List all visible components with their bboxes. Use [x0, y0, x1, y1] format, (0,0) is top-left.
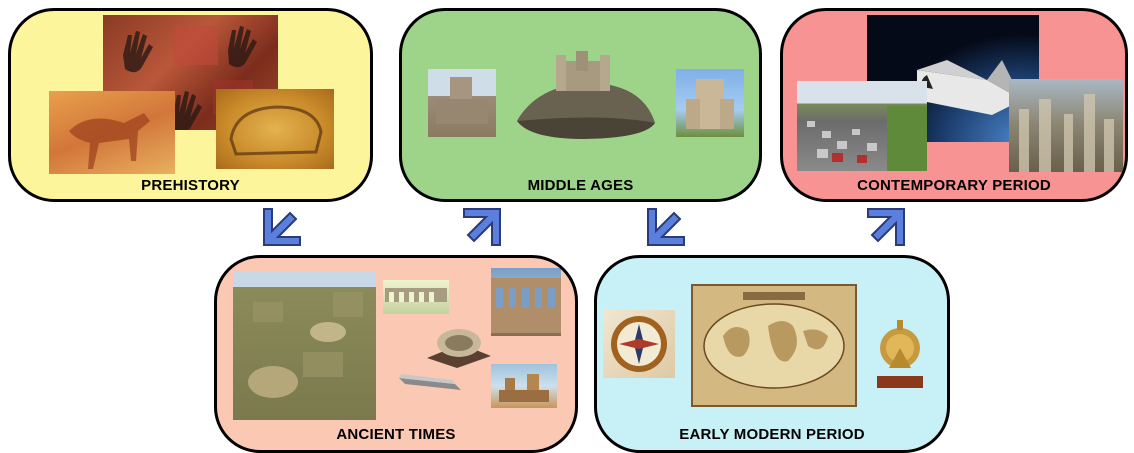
panel-early-modern: EARLY MODERN PERIOD	[594, 255, 950, 453]
period-label: EARLY MODERN PERIOD	[679, 426, 865, 443]
period-label: MIDDLE AGES	[527, 177, 634, 194]
castle-tower-photo	[428, 69, 496, 137]
arrow-down-right-icon	[647, 208, 685, 246]
arrow-up-right-icon	[867, 208, 905, 246]
period-label: ANCIENT TIMES	[336, 426, 456, 443]
world-map-photo	[691, 284, 857, 407]
cave-bison-painting	[216, 89, 334, 169]
period-label: CONTEMPORARY PERIOD	[857, 177, 1051, 194]
castle-on-rock-model	[512, 51, 657, 141]
panel-ancient: ANCIENT TIMES	[214, 255, 578, 453]
panel-contemporary: CONTEMPORARY PERIOD	[780, 8, 1128, 202]
roman-city-aerial	[233, 272, 376, 420]
colosseum-model	[425, 318, 493, 373]
aqueduct-model	[383, 280, 449, 314]
highway-traffic-photo	[797, 81, 927, 171]
arrow-up-right-icon	[463, 208, 501, 246]
castle-ruins-photo	[491, 364, 557, 408]
circus-model	[395, 366, 465, 396]
panel-middle-ages: MIDDLE AGES	[399, 8, 762, 202]
aqueduct-photo	[491, 268, 561, 336]
astrolabe-photo	[871, 314, 929, 392]
cave-horse-painting	[49, 91, 175, 174]
arrow-down-right-icon	[263, 208, 301, 246]
compass-photo	[603, 310, 675, 378]
panel-prehistory: PREHISTORY	[8, 8, 373, 202]
period-label: PREHISTORY	[141, 177, 240, 194]
castle-keep-photo	[676, 69, 744, 137]
city-skyline-photo	[1009, 79, 1123, 172]
